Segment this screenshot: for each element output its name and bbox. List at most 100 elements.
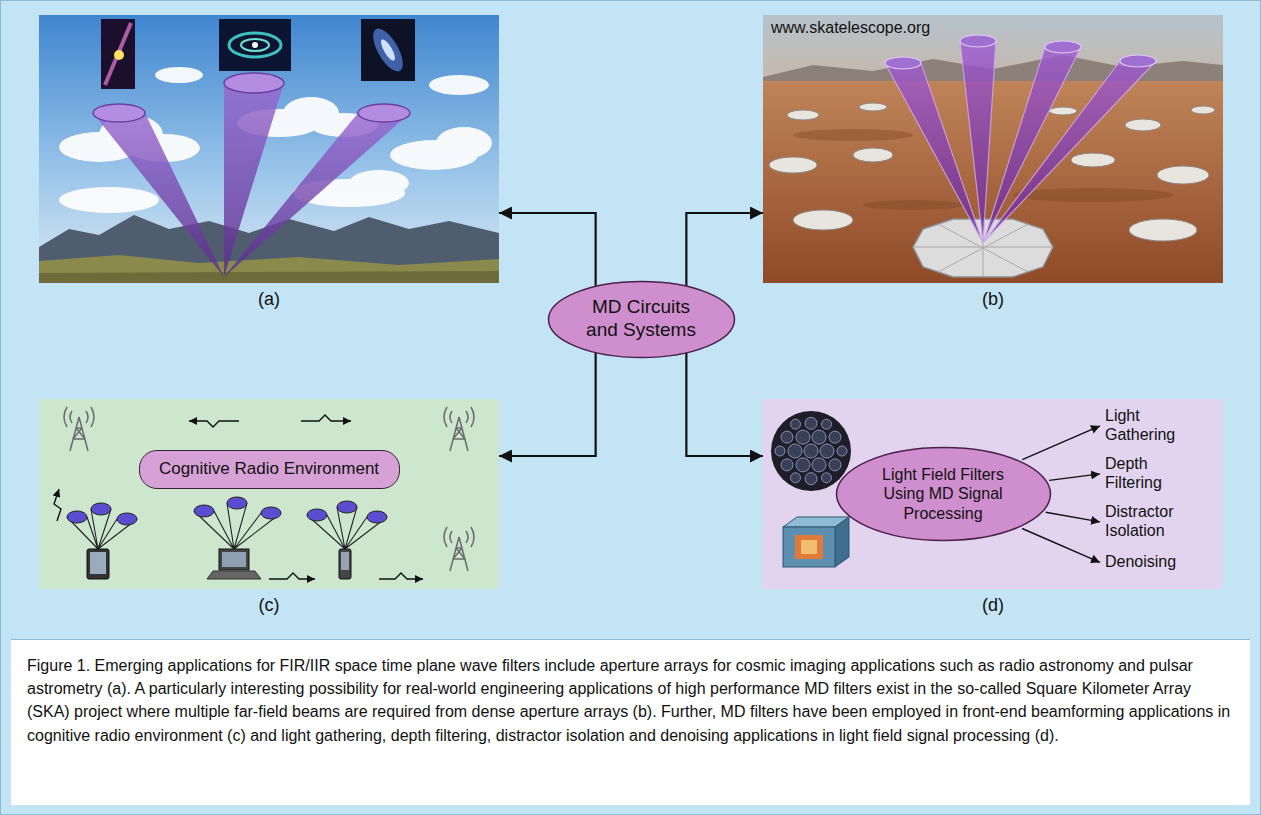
telescope-photo-part [960,35,996,47]
light-field-scene-part [796,458,810,472]
telescope-photo [763,15,1223,283]
figure-panel: (b) www.skatelescope.org [763,15,1223,311]
leader-arrow [1022,426,1100,460]
panel-label: (a) [39,289,499,311]
telescope-photo-part [1013,188,1173,202]
telescope-photo-part [793,129,913,141]
radio-scene-part [222,552,246,567]
label-holder: Distractor Isolation [1105,503,1201,541]
radio-scene-part [67,497,387,525]
telescope-photo-part [1071,153,1115,167]
radio-scene-part [307,509,327,521]
sky-illustration-part [229,33,281,57]
sky-illustration-part [114,50,124,60]
radio-scene-part [189,421,239,427]
telescope-photo-part [763,81,1223,283]
telescope-photo-part [863,200,963,210]
light-field-scene-part [796,430,810,444]
telescope-photo-part [793,210,853,230]
telescope-photo-part [1045,41,1081,53]
light-field-scene-part [763,399,1223,589]
telescope-photo-part [859,103,887,111]
connector-arrow [499,352,596,456]
ellipse-shape [836,448,1050,541]
telescope-photo-part [1191,106,1215,114]
sky-illustration-part [39,255,499,283]
radio-scene-part [367,511,387,523]
light-field-scene-part [775,446,785,456]
light-field-scene-part [791,419,801,429]
sky-illustration-part [101,19,135,89]
leader-arrow [1046,512,1100,522]
leader-arrow [1022,528,1100,562]
light-field-scene-part [805,473,817,485]
light-field-scene-part [775,417,847,484]
radio-scene-part [39,399,499,589]
ellipse-node: Light Field Filters Using MD Signal Proc… [835,446,1052,542]
label-holder: Depth Filtering [1105,455,1201,493]
rounded-box: Cognitive Radio Environment [139,450,400,489]
sky-illustration [39,15,499,283]
sky-illustration-part [429,75,489,95]
sky-illustration-part [59,187,159,213]
radio-scene-part [54,415,423,579]
sky-illustration-part [105,23,131,85]
radio-scene-part [64,407,94,451]
output-label: Distractor Isolation [1105,503,1201,541]
sky-illustration-part [367,24,408,76]
sky-illustration-part [241,39,269,51]
telescope-photo-part [769,157,817,173]
sky-illustration-part [252,42,258,48]
panel-label: (b) [763,289,1223,311]
light-field-scene-part [771,411,851,491]
connector-arrow [499,213,596,286]
light-field-scene-part [804,444,818,458]
radio-scene-part [337,501,357,513]
sky-illustration-part [379,38,398,63]
label-holder: Denoising [1105,553,1201,572]
light-field-scene-part [820,444,834,458]
light-field-scene-part [835,517,849,567]
label-holder: www.skatelescope.org [771,19,930,38]
figure-panel: (c)Cognitive Radio Environment [39,399,499,617]
radio-scene-part [219,549,249,570]
light-field-scene-part [781,459,793,471]
output-label: Depth Filtering [1105,455,1201,493]
figure-panel: (d) Light Field Filters Using MD Signal P… [763,399,1223,617]
telescope-photo-part [853,148,893,162]
telescope-photo-part [885,57,921,69]
radio-scene-part [269,573,315,579]
telescope-photo-part [885,41,1156,243]
sky-illustration-part [93,83,410,277]
watermark-text: www.skatelescope.org [771,19,930,38]
radio-scene-part [117,513,137,525]
telescope-photo-part [1049,107,1077,115]
radio-scene-part [261,507,281,519]
connector-arrow [686,213,763,286]
connector-arrow [686,352,763,456]
light-field-scene-part [801,540,817,554]
ellipse-shape [548,281,734,357]
radio-scene-part [194,505,214,517]
telescope-photo-part [960,41,996,243]
telescope-photo-part [1125,119,1161,131]
node-text: Cognitive Radio Environment [159,459,379,479]
caption-box: Figure 1. Emerging applications for FIR/… [11,639,1250,805]
radio-scene [39,399,499,589]
panel-label: (d) [763,595,1223,617]
light-field-scene-part [791,473,801,483]
light-field-scene-part [812,458,826,472]
sky-illustration-part [361,19,415,81]
output-label: Denoising [1105,553,1201,572]
radio-scene-part [67,511,87,523]
light-field-scene-part [829,431,841,443]
radio-scene-part [87,549,109,579]
sky-illustration-part [39,271,499,283]
radio-scene-part [54,489,61,521]
sky-illustration-part [39,15,499,283]
leader-arrow [1049,474,1100,481]
radio-scene-part [301,415,351,421]
light-field-scene-part [805,417,817,429]
telescope-photo-part [885,35,1156,69]
telescope-photo-part [1120,55,1156,67]
